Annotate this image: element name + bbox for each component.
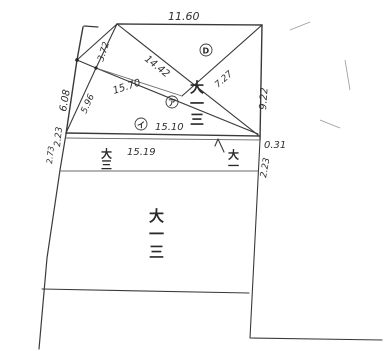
dim-mid-upper: 15.10	[155, 122, 184, 133]
marker-circled-band: イ	[137, 121, 145, 130]
dim-diag-c: 15.70	[112, 78, 143, 97]
dim-diag-b: 5.96	[80, 93, 97, 116]
dim-diag-a: 3.72	[96, 41, 112, 63]
dim-mid-lower: 15.19	[127, 147, 156, 158]
dim-top-edge: 11.60	[168, 10, 200, 23]
marker-circled-mid: ア	[168, 99, 176, 108]
survey-point-a	[75, 58, 79, 62]
dim-left-upper: 6.08	[58, 89, 73, 113]
survey-points	[75, 58, 225, 153]
dim-right-lower: 2.23	[259, 157, 272, 179]
dim-left-lower-b: 2.73	[45, 146, 56, 165]
arrow-mark	[214, 138, 225, 153]
lot-label-lower: 大一三	[147, 207, 165, 262]
dim-right-edge: 9.22	[258, 87, 271, 110]
circled-markers: D ア イ	[134, 43, 213, 131]
dim-right-offset: 0.31	[264, 140, 286, 151]
boundary-lines	[38, 23, 383, 350]
dim-diag-d: 14.42	[142, 54, 171, 80]
lot-labels: 大一三 大三 大一 大一三	[100, 79, 240, 262]
lot-label-band-right: 大一	[227, 148, 240, 171]
survey-point-b	[94, 66, 98, 70]
paper-artifacts	[289, 21, 351, 129]
triangulation-lines	[65, 23, 263, 136]
lot-label-upper: 大一三	[188, 79, 204, 128]
lot-label-band-left: 大三	[100, 147, 113, 170]
dim-diag-e: 7.27	[213, 69, 235, 90]
marker-circled-top: D	[203, 47, 210, 56]
dim-left-lower-a: 2.23	[53, 126, 65, 147]
